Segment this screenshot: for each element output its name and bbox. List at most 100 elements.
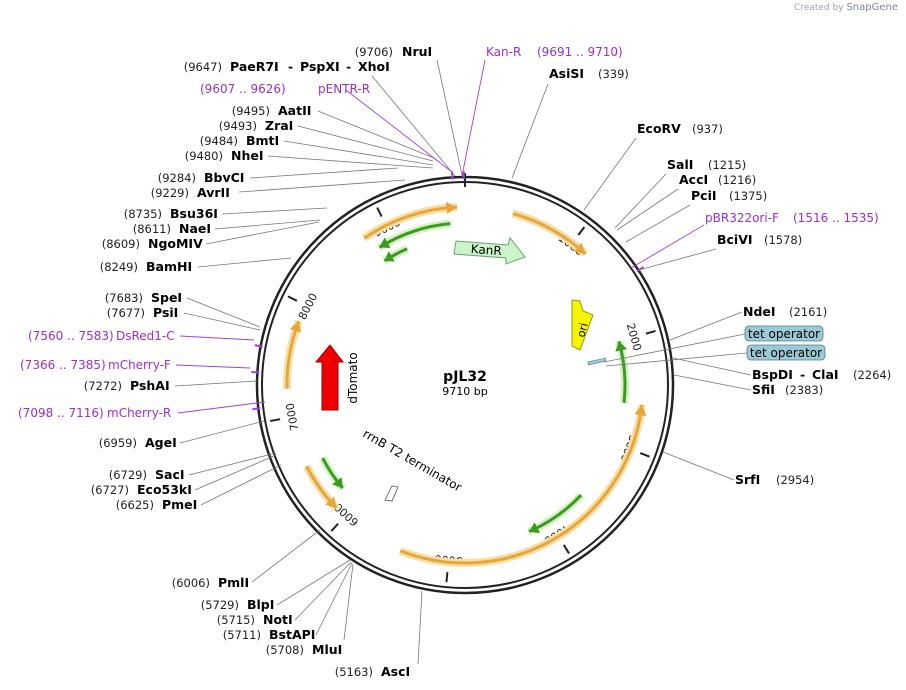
site-name: NdeI: [743, 304, 776, 319]
tet-operator-2-box: [746, 344, 826, 361]
primer-label: mCherry-R: [107, 406, 171, 420]
primer-label: pENTR-R: [318, 82, 370, 96]
site-leader: [672, 357, 752, 376]
site-ndei: NdeI (2161): [669, 304, 827, 341]
site-blpi: (5729) BlpI: [201, 559, 351, 612]
site-leader: [625, 204, 691, 243]
site-pos: (8735): [124, 207, 162, 221]
site-leader: [186, 297, 261, 328]
primer-pbr322: pBR322ori-F (1516 .. 1535): [630, 211, 879, 269]
site-leader: [283, 140, 434, 166]
site-pos: (6727): [91, 483, 129, 497]
site-name: MluI: [312, 642, 342, 657]
site-acci: AccI (1216): [616, 172, 756, 231]
site-leader: [179, 420, 265, 444]
tick-label: 8000: [296, 291, 320, 322]
site-psii: (7677) PsiI: [107, 305, 261, 331]
green-arc-head: [615, 341, 628, 352]
orf-arc-head: [573, 242, 586, 255]
site-pos: (8249): [100, 260, 138, 274]
tet-operator-marks: [587, 357, 607, 366]
site-leader: [343, 563, 354, 641]
site-leader: [221, 207, 328, 215]
site-pos: (1375): [729, 189, 767, 203]
tick-mark: [639, 452, 650, 458]
site-name: AsiSI: [549, 66, 584, 81]
site-pos: (937): [692, 122, 723, 136]
site-avrii: (9229) AvrII: [151, 179, 406, 200]
site-name: Bsu36I: [170, 206, 218, 221]
site-leader: [673, 374, 752, 391]
terminator-feature: rrnB T2 terminator: [361, 426, 465, 502]
kanr-arrow: [453, 236, 526, 265]
site-pos: (1216): [718, 173, 756, 187]
ori-arrow: [571, 299, 594, 351]
site-leader: [669, 311, 743, 341]
site-sali: SalI (1215): [614, 157, 746, 229]
site-leader: [183, 312, 261, 331]
site-pos: (2161): [789, 305, 827, 319]
site-name: AatII: [278, 103, 311, 118]
orf-arc-head: [325, 496, 337, 509]
site-name: PmeI: [162, 497, 197, 512]
site-pos: (6959): [99, 436, 137, 450]
orf-arc-glow: [511, 209, 589, 258]
primer-leader: [179, 335, 255, 341]
site-pos: (2954): [776, 473, 814, 487]
site-name: PciI: [691, 188, 717, 203]
tick-mark: [270, 418, 281, 422]
site-sfii: SfiI (2383): [673, 374, 823, 397]
site-leader: [317, 110, 435, 159]
site-leader: [436, 59, 463, 176]
primer-label: Kan-R: [486, 45, 521, 59]
terminator-label: rrnB T2 terminator: [361, 426, 465, 494]
site-pmli: (6006) PmlI: [172, 529, 321, 590]
site-bsu36i: (8735) Bsu36I: [124, 206, 328, 221]
tet-operator-1-label: tet operator: [748, 327, 820, 341]
plasmid-size: 9710 bp: [442, 385, 487, 398]
tick-mark: [330, 523, 339, 532]
kanr-label: KanR: [470, 242, 502, 258]
tet-operator-2: tet operator: [746, 344, 826, 361]
site-leader: [188, 452, 277, 476]
green-arc-head: [528, 522, 541, 534]
site-bstapi: (5711) BstAPI: [223, 562, 353, 642]
primer-leader: [175, 364, 251, 369]
site-ecorv: EcoRV (937): [583, 121, 723, 211]
site-pos: (9495): [232, 104, 270, 118]
site-leader: [616, 188, 679, 231]
site-leader: [417, 590, 423, 665]
site-name: PspXI: [300, 59, 340, 74]
site-pos: (7272): [84, 379, 122, 393]
primer-range: (9607 .. 9626): [200, 82, 286, 96]
green-arc-head: [332, 477, 343, 489]
site-separator: -: [800, 367, 805, 382]
site-mlui: (5708) MluI: [266, 563, 354, 657]
site-leader: [297, 125, 434, 162]
tick-label: 7000: [283, 402, 301, 432]
tet-operator-2-label: tet operator: [750, 346, 822, 360]
site-pos: (8609): [102, 237, 140, 251]
site-name: BamHI: [146, 259, 192, 274]
logo-prefix: Created by: [794, 3, 844, 13]
site-leader: [214, 219, 321, 230]
site-separator: -: [346, 59, 351, 74]
primer-mark: [254, 344, 263, 348]
site-name: NgoMIV: [148, 236, 203, 251]
site-leader: [174, 380, 258, 387]
site-leader: [511, 83, 549, 179]
site-name: AgeI: [145, 435, 177, 450]
site-name: SfiI: [752, 382, 775, 397]
site-name: NaeI: [179, 221, 211, 236]
site-pos: (6625): [116, 498, 154, 512]
site-ngomiv: (8609) NgoMIV: [102, 221, 320, 251]
site-leader: [662, 451, 735, 481]
site-pmei: (6625) PmeI: [116, 464, 282, 512]
site-leader: [371, 75, 456, 177]
site-pos: (9284): [158, 171, 196, 185]
snapgene-logo: Created by SnapGene: [794, 2, 898, 13]
site-name: ZraI: [265, 118, 293, 133]
site-name: XhoI: [358, 59, 390, 74]
orf-arc-head: [445, 201, 457, 214]
primer-label: pBR322ori-F: [705, 211, 779, 225]
